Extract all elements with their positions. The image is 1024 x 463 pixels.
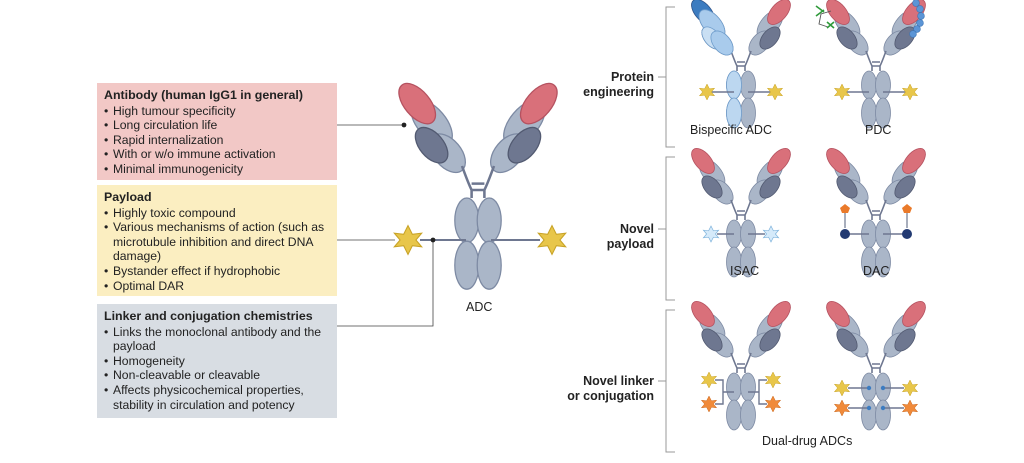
protein-bracket: [665, 6, 675, 148]
isac-label: ISAC: [730, 264, 760, 278]
antibody-item: Long circulation life: [104, 118, 330, 133]
pdc: [815, 0, 931, 129]
payload-box-title: Payload: [104, 190, 152, 204]
payload-item: Bystander effect if hydrophobic: [104, 264, 330, 279]
dual-drug-adc-right: [821, 296, 931, 431]
antibody-item: High tumour specificity: [104, 104, 330, 119]
linker-item: Non-cleavable or cleavable: [104, 368, 330, 383]
category-novel-linker: Novel linker or conjugation: [540, 374, 654, 404]
payload-box: Payload Highly toxic compound Various me…: [97, 185, 337, 296]
linker-item: Homogeneity: [104, 354, 330, 369]
category-novel-payload: Novel payload: [560, 222, 654, 252]
antibody-item: Minimal immunogenicity: [104, 162, 330, 177]
payload-bracket: [665, 156, 675, 301]
linker-bracket: [665, 309, 675, 453]
category-payload-line2: payload: [606, 237, 654, 251]
pdc-green-molecule: [815, 5, 835, 29]
category-protein-line1: Protein: [610, 70, 654, 84]
central-antibody: [390, 75, 566, 291]
central-payload-left: [393, 224, 423, 256]
payload-item: Various mechanisms of action (such as mi…: [104, 220, 330, 264]
dac: [821, 143, 931, 278]
antibody-item: With or w/o immune activation: [104, 147, 330, 162]
pdc-blue-peptide: [909, 0, 925, 38]
linker-box: Linker and conjugation chemistries Links…: [97, 304, 337, 418]
central-adc: [390, 75, 566, 291]
linker-box-title: Linker and conjugation chemistries: [104, 309, 313, 323]
antibody-connector-dot: [401, 122, 407, 128]
linker-connector: [337, 240, 434, 327]
bispecific-adc-label: Bispecific ADC: [690, 123, 772, 137]
bispecific-adc: [686, 0, 796, 129]
payload-item: Highly toxic compound: [104, 206, 330, 221]
linker-connector-dot: [430, 237, 436, 243]
payload-item: Optimal DAR: [104, 279, 330, 294]
antibody-box: Antibody (human IgG1 in general) High tu…: [97, 83, 337, 180]
dac-label: DAC: [863, 264, 890, 278]
isac: [686, 143, 796, 278]
adc-label: ADC: [466, 300, 493, 314]
category-payload-line1: Novel: [619, 222, 654, 236]
category-protein-engineering: Protein engineering: [560, 70, 654, 100]
antibody-box-title: Antibody (human IgG1 in general): [104, 88, 303, 102]
dual-drug-adcs-label: Dual-drug ADCs: [762, 434, 853, 448]
linker-item: Affects physicochemical properties, stab…: [104, 383, 330, 412]
linker-item: Links the monoclonal antibody and the pa…: [104, 325, 330, 354]
category-protein-line2: engineering: [583, 85, 654, 99]
pdc-label: PDC: [865, 123, 892, 137]
category-linker-line2: or conjugation: [567, 389, 654, 403]
dual-drug-adc-left: [686, 296, 796, 431]
antibody-item: Rapid internalization: [104, 133, 330, 148]
category-linker-line1: Novel linker: [583, 374, 654, 388]
